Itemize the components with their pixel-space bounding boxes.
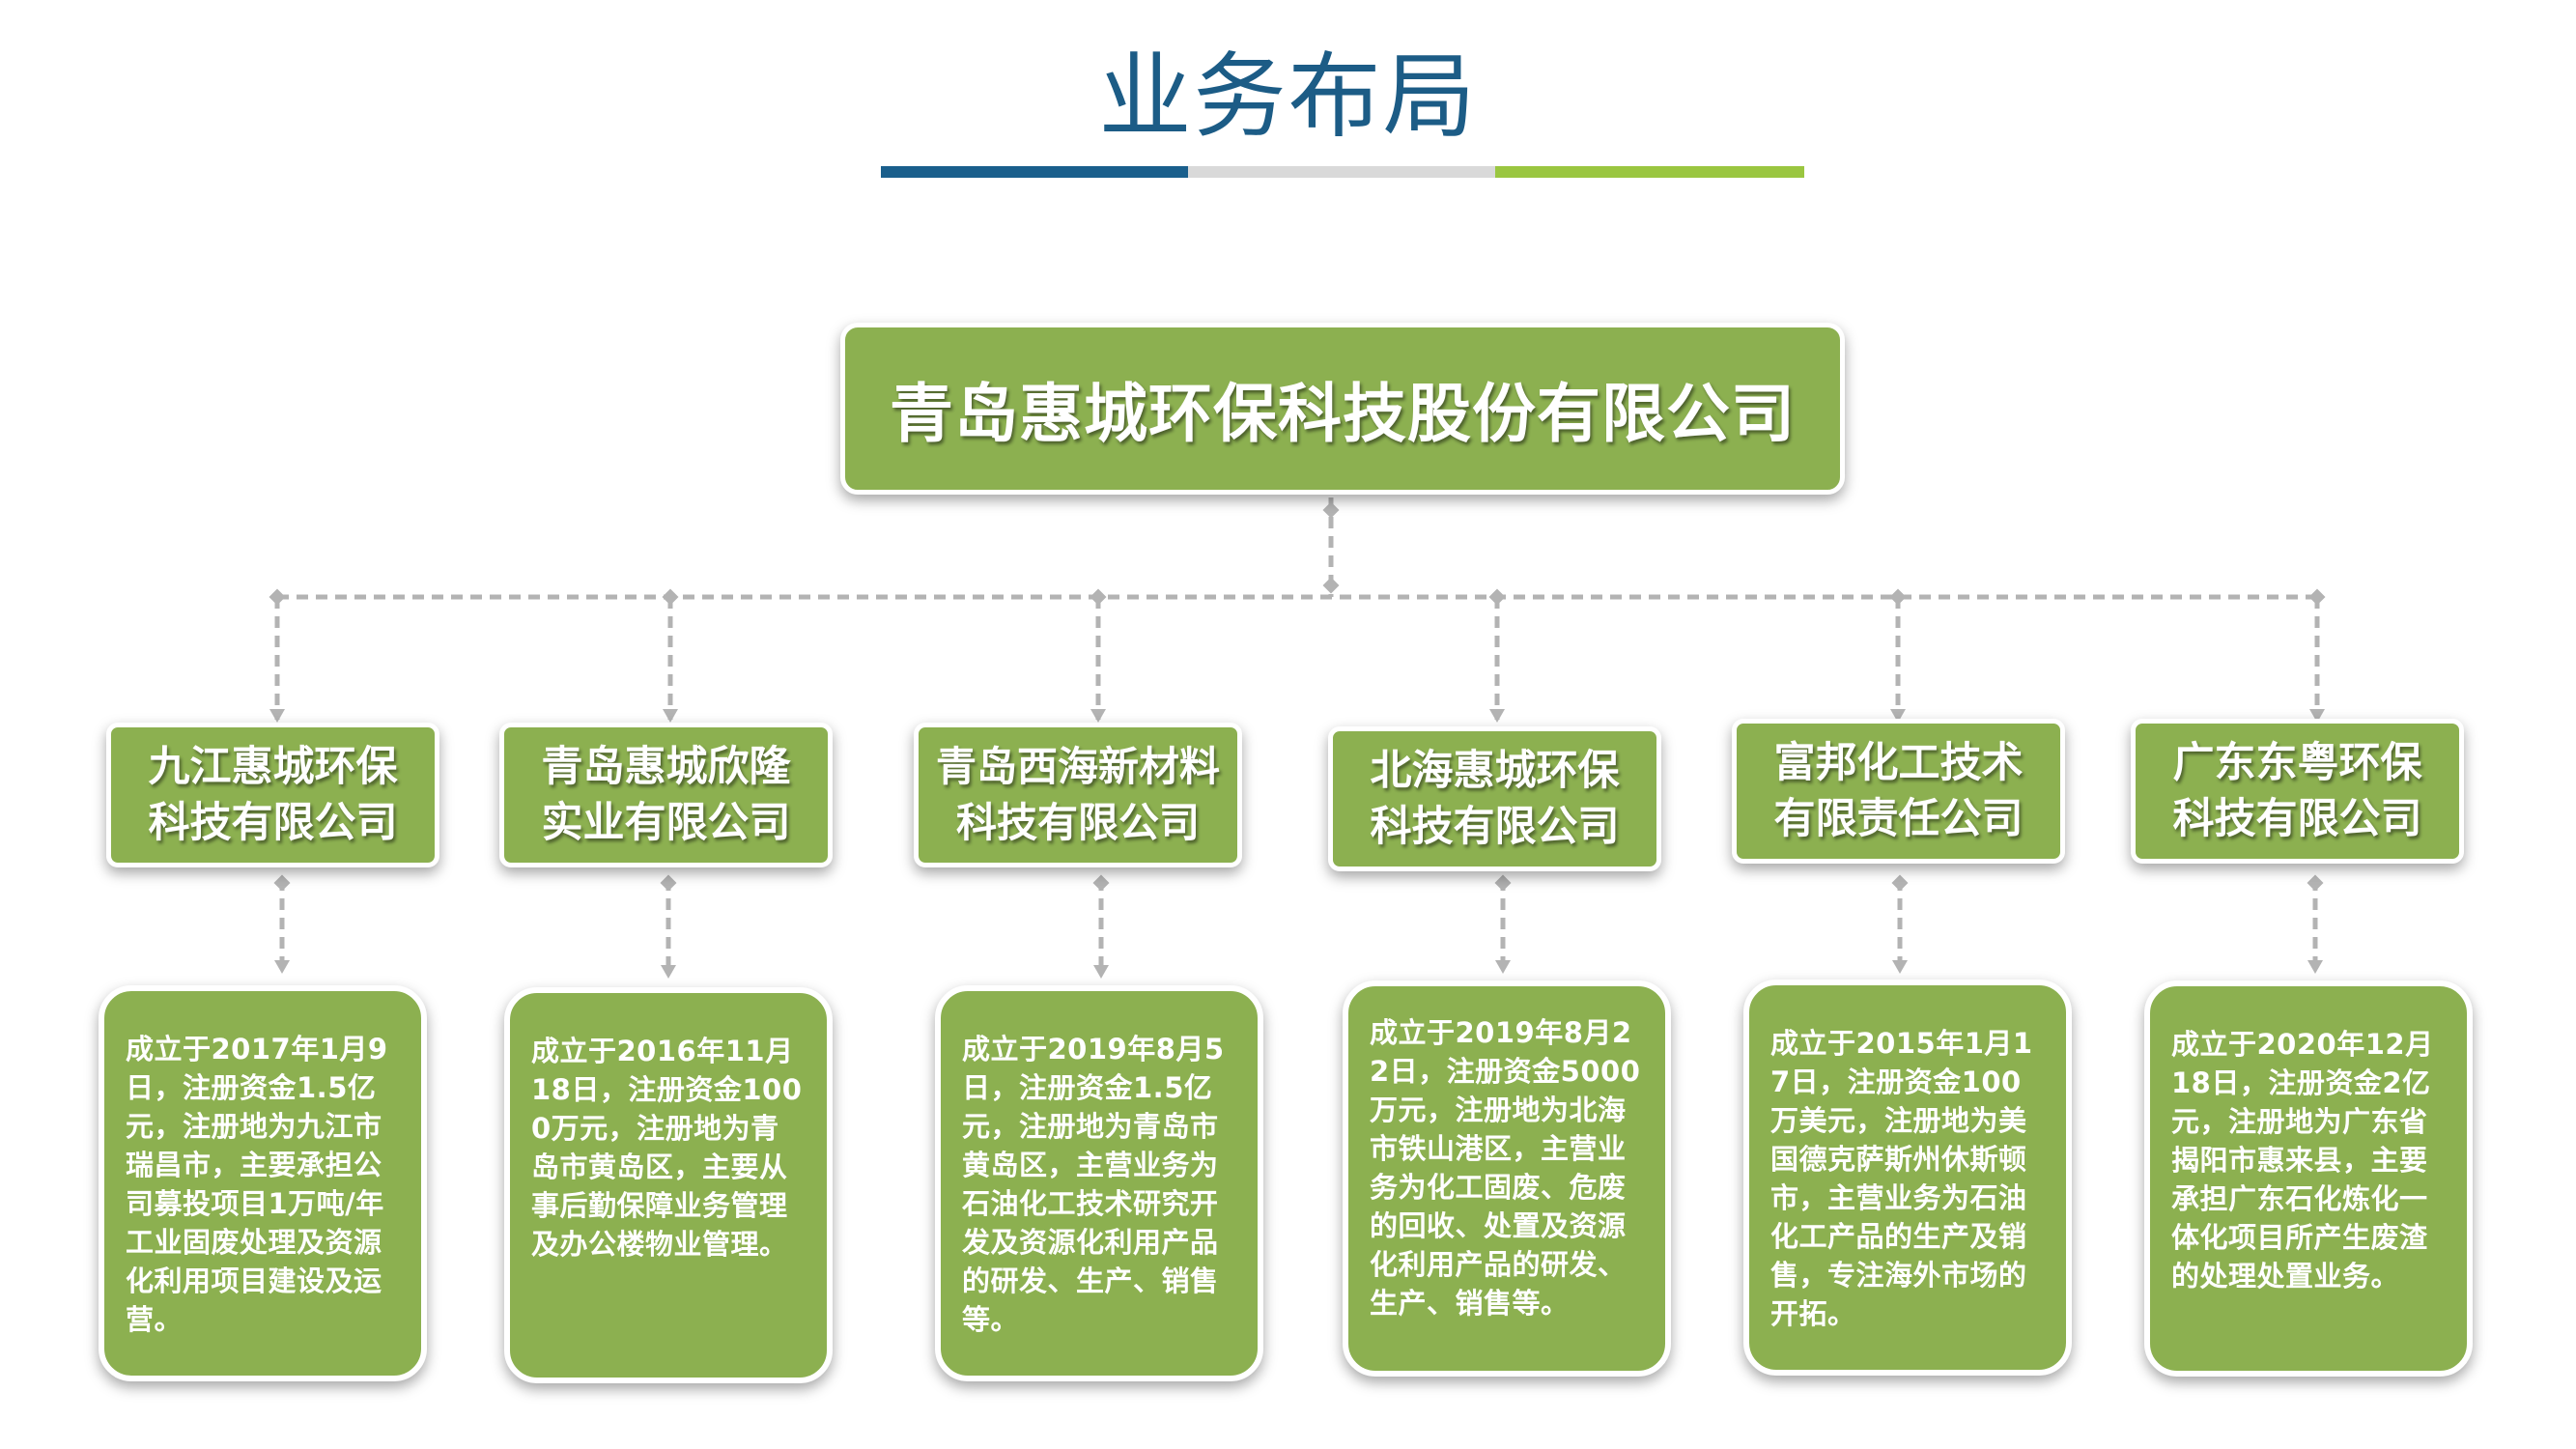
description-box-xinlong: 成立于2016年11月18日，注册资金1000万元，注册地为青岛市黄岛区，主要从… bbox=[504, 987, 833, 1383]
title-underline-green bbox=[1495, 166, 1804, 178]
description-box-beihai: 成立于2019年8月22日，注册资金5000万元，注册地为北海市铁山港区，主营业… bbox=[1343, 980, 1671, 1377]
description-box-jiujiang: 成立于2017年1月9日，注册资金1.5亿元，注册地为九江市瑞昌市，主要承担公司… bbox=[99, 985, 427, 1381]
subsidiary-name-line1: 青岛惠城欣隆 bbox=[541, 743, 791, 791]
subsidiary-name-line1: 九江惠城环保 bbox=[148, 743, 398, 791]
subsidiary-box-jiujiang: 九江惠城环保科技有限公司 bbox=[106, 723, 439, 867]
subsidiary-box-xinlong: 青岛惠城欣隆实业有限公司 bbox=[499, 723, 833, 867]
subsidiary-name-line1: 青岛西海新材料 bbox=[935, 743, 1220, 790]
subsidiary-name-line2: 有限责任公司 bbox=[1773, 795, 2024, 843]
subsidiary-name-line2: 科技有限公司 bbox=[955, 799, 1200, 846]
subsidiary-name-line2: 科技有限公司 bbox=[148, 799, 398, 847]
subsidiary-box-dongyue: 广东东粤环保科技有限公司 bbox=[2131, 719, 2464, 864]
description-box-fubang: 成立于2015年1月17日，注册资金100万美元，注册地为美国德克萨斯州休斯顿市… bbox=[1743, 980, 2072, 1376]
subsidiary-box-fubang: 富邦化工技术有限责任公司 bbox=[1732, 719, 2065, 864]
subsidiary-name-line1: 广东东粤环保 bbox=[2172, 739, 2422, 787]
subsidiary-name-line2: 科技有限公司 bbox=[1370, 803, 1620, 851]
root-company-box: 青岛惠城环保科技股份有限公司 bbox=[840, 323, 1845, 495]
title-underline-blue bbox=[881, 166, 1188, 178]
subsidiary-box-xihai: 青岛西海新材料科技有限公司 bbox=[914, 723, 1242, 867]
subsidiary-name-line1: 北海惠城环保 bbox=[1370, 747, 1620, 795]
subsidiary-name-line2: 实业有限公司 bbox=[541, 799, 791, 847]
title-underline-gray bbox=[1188, 166, 1495, 178]
subsidiary-name-line1: 富邦化工技术 bbox=[1773, 739, 2024, 787]
subsidiary-box-beihai: 北海惠城环保科技有限公司 bbox=[1328, 726, 1661, 871]
description-box-dongyue: 成立于2020年12月18日，注册资金2亿元，注册地为广东省揭阳市惠来县，主要承… bbox=[2144, 980, 2473, 1377]
description-box-xihai: 成立于2019年8月5日，注册资金1.5亿元，注册地为青岛市黄岛区，主营业务为石… bbox=[935, 985, 1263, 1381]
page-title: 业务布局 bbox=[1098, 43, 1478, 151]
subsidiary-name-line2: 科技有限公司 bbox=[2172, 795, 2422, 843]
